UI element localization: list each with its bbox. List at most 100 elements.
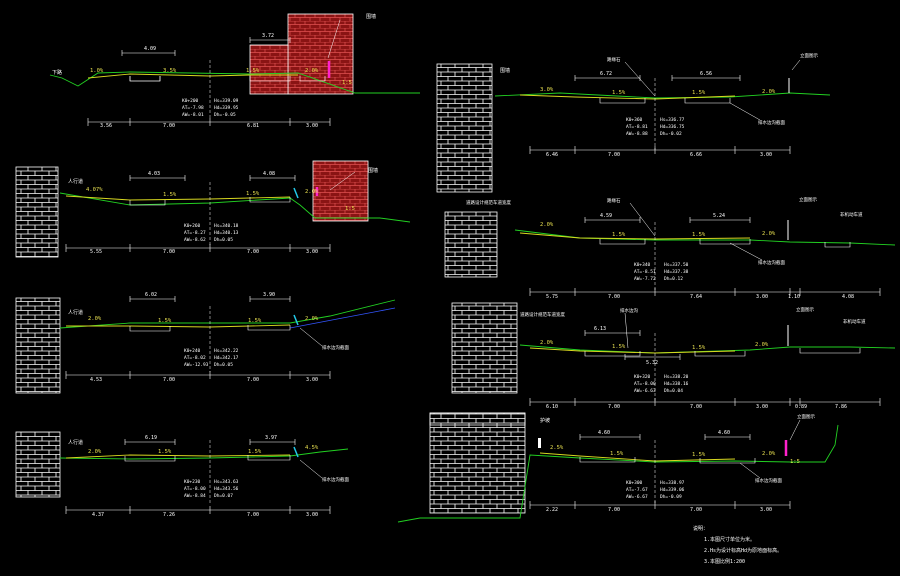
- elev-hd: Hd=340.13: [214, 230, 239, 236]
- elev-hd: Hd=336.75: [660, 124, 685, 130]
- bottom-dim-6: 4.08: [842, 294, 854, 300]
- slope-1: 2.0%: [88, 449, 102, 455]
- elev-dh: Dh=-0.05: [214, 112, 236, 118]
- bottom-dim-4: 3.00: [760, 152, 772, 158]
- bottom-dim-3: 7.00: [690, 404, 702, 410]
- section-k0-320: 道路设计规范车道宽度 排水边沟 立面图示 非机动车道 6.13 5.32 2.0…: [451, 302, 896, 410]
- notes-title: 说明：: [693, 525, 708, 532]
- elev-hs: Hs=340.18: [214, 223, 239, 229]
- elev-hs: Hs=342.22: [214, 348, 239, 354]
- top-dim-1: 4.09: [144, 46, 156, 52]
- bottom-dim-4: 3.00: [306, 512, 318, 518]
- bottom-dim-3: 7.64: [690, 294, 702, 300]
- section-k0-340: 道路设计规范车道宽度 路缘石 立面图示 非机动车道 排水边沟截面 4.59 5.…: [444, 196, 896, 300]
- ground-line: [59, 448, 349, 460]
- station-aw: AW=-6.63: [634, 388, 656, 394]
- bottom-dim-2: 7.00: [163, 123, 175, 129]
- leader-line: [299, 327, 323, 347]
- bottom-dim-4: 3.00: [306, 249, 318, 255]
- side-label-drain: 排水边沟截面: [755, 477, 782, 484]
- elev-hs: Hs=339.09: [214, 98, 239, 104]
- station-aw: AW=-7.72: [634, 276, 656, 282]
- bottom-dim-1: 6.10: [546, 404, 558, 410]
- side-label-elevation: 立面图示: [797, 413, 815, 420]
- elev-hs: Hs=343.63: [214, 479, 239, 485]
- top-dim-line: [121, 37, 291, 56]
- leader-line: [729, 102, 761, 121]
- top-dim-line: [129, 296, 291, 302]
- slope-4: 2.0%: [762, 231, 776, 237]
- station-at: AT=-8.00: [184, 486, 206, 492]
- slope-3: 1.5%: [246, 68, 260, 74]
- leader-line: [329, 171, 356, 191]
- slope-5: 1:5: [345, 206, 355, 212]
- elev-hd: Hd=337.38: [664, 269, 689, 275]
- road-line: [65, 454, 291, 459]
- bottom-dim-4: 3.00: [756, 294, 768, 300]
- slope-1: 2.0%: [540, 222, 554, 228]
- top-dim-1: 4.59: [600, 213, 612, 219]
- slope-4: 2.0%: [762, 89, 776, 95]
- white-brick-wall: [444, 211, 498, 278]
- drawing-notes: 说明： 1.本图尺寸单位为米。 2.Hs为设计标高Hd为原地面标高。 3.本图比…: [693, 525, 782, 565]
- pavement-layer: [129, 76, 161, 82]
- road-line: [519, 94, 736, 100]
- side-label-right: 围墙: [366, 13, 376, 20]
- ground-line: [59, 299, 396, 329]
- bottom-dim-5: 0.89: [795, 404, 807, 410]
- top-dim-2: 3.97: [265, 435, 277, 441]
- slope-3: 1.5%: [692, 452, 706, 458]
- drain-marker: [293, 446, 299, 458]
- slope-2: 1.5%: [610, 451, 624, 457]
- station-at: AT=-7.98: [182, 105, 204, 111]
- bottom-dim-2: 7.00: [608, 294, 620, 300]
- slope-5: 1:5: [790, 459, 800, 465]
- slope-2: 1.5%: [612, 232, 626, 238]
- leader-line: [624, 61, 656, 97]
- bottom-dim-line: [65, 244, 331, 252]
- slope-1: 3.0%: [540, 87, 554, 93]
- station-at: AT=-8.00: [634, 381, 656, 387]
- pavement-structure: [129, 76, 326, 82]
- white-brick-wall: [429, 412, 526, 514]
- top-dim-2: 5.32: [646, 360, 658, 366]
- elev-hd: Hd=338.16: [664, 381, 689, 387]
- pavement-structure: [584, 348, 861, 357]
- elev-hd: Hd=339.95: [214, 105, 239, 111]
- bottom-dim-3: 7.00: [247, 377, 259, 383]
- side-label-left: 人行道: [68, 439, 83, 446]
- bottom-dim-2: 7.00: [608, 152, 620, 158]
- light-post-icon: [538, 438, 541, 448]
- slope-2: 1.5%: [163, 192, 177, 198]
- drain-marker: [293, 187, 299, 199]
- white-brick-wall: [15, 297, 61, 394]
- bottom-dim-4: 3.00: [306, 123, 318, 129]
- bottom-dim-line: [529, 398, 881, 406]
- top-dim-line: [584, 217, 751, 223]
- slope-line-blue: [289, 307, 396, 329]
- section-k0-360: 围墙 路缘石 立面图示 排水边沟截面 6.72 6.56 3.0% 1.5% 1…: [436, 52, 831, 193]
- slope-2: 1.5%: [612, 344, 626, 350]
- side-label-elevation: 立面图示: [800, 52, 818, 59]
- notes-line-2: 2.Hs为设计标高Hd为原地面标高。: [704, 547, 782, 554]
- slope-1: 2.0%: [540, 340, 554, 346]
- slope-1: 2.5%: [550, 445, 564, 451]
- side-label-slope: 护坡: [540, 417, 550, 424]
- bottom-dim-2: 7.00: [163, 249, 175, 255]
- station: K0+230: [184, 479, 201, 485]
- red-brick-wall-step: [249, 44, 289, 95]
- pavement-structure: [129, 325, 291, 332]
- leader-line: [739, 462, 761, 479]
- bottom-dim-line: [529, 501, 791, 509]
- bottom-dim-1: 4.53: [90, 377, 102, 383]
- section-k0-230: 人行道 排水边沟截面 6.19 3.97 2.0% 1.5% 1.5% 4.5%…: [15, 431, 349, 518]
- pavement-structure: [599, 239, 851, 248]
- side-label-drain: 排水边沟: [620, 307, 638, 314]
- bottom-dim-line: [529, 288, 881, 296]
- station-aw: AW=-8.88: [626, 131, 648, 137]
- top-dim-2: 3.90: [263, 292, 275, 298]
- elev-hd: Hd=339.06: [660, 487, 685, 493]
- bottom-dim-6: 7.86: [835, 404, 847, 410]
- side-label-right: 围墙: [368, 167, 378, 174]
